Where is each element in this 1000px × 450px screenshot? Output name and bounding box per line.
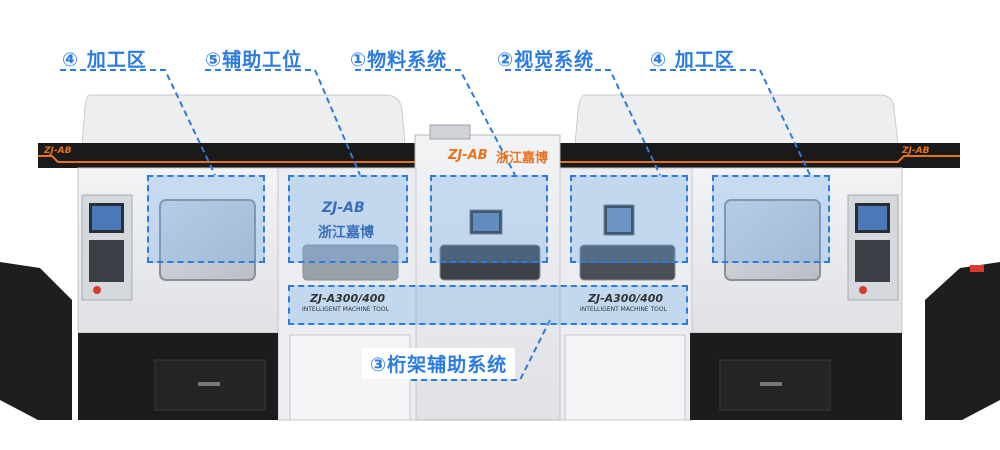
model-sub-right: INTELLIGENT MACHINE TOOL bbox=[580, 306, 667, 313]
callout-vision-system: ②视觉系统 bbox=[497, 45, 594, 72]
callout-label: 加工区 bbox=[86, 49, 147, 71]
brand-logo-top: ZJ-AB bbox=[448, 148, 488, 163]
right-chip-conveyor bbox=[925, 262, 1000, 420]
callout-label: 加工区 bbox=[674, 49, 735, 71]
left-top-bar bbox=[38, 143, 418, 168]
aux-logo: ZJ-AB bbox=[322, 200, 365, 216]
callout-machining-right: ④ 加工区 bbox=[650, 45, 735, 72]
right-top-bar bbox=[558, 143, 960, 168]
zone-gantry-system[interactable] bbox=[288, 285, 688, 325]
callout-material-system: ①物料系统 bbox=[350, 45, 447, 72]
callout-label: 桁架辅助系统 bbox=[387, 354, 508, 376]
right-window bbox=[724, 199, 821, 281]
right-orange-stripe bbox=[558, 155, 960, 163]
callout-number: ③ bbox=[370, 354, 388, 376]
callout-number: ① bbox=[350, 49, 368, 71]
left-bar-logo: ZJ-AB bbox=[43, 146, 72, 156]
callout-gantry-system: ③桁架辅助系统 bbox=[362, 348, 516, 379]
zone-vision-system[interactable] bbox=[570, 175, 688, 263]
left-chip-conveyor bbox=[0, 262, 72, 420]
right-lower-cabinet bbox=[564, 334, 686, 421]
callout-number: ④ bbox=[62, 49, 80, 71]
right-bar-logo: ZJ-AB bbox=[901, 146, 930, 156]
callout-aux-station: ⑤辅助工位 bbox=[205, 45, 302, 72]
zone-machining-left[interactable] bbox=[147, 175, 265, 263]
callout-number: ⑤ bbox=[205, 49, 223, 71]
model-label-left: ZJ-A300/400 bbox=[310, 292, 386, 305]
brand-cn-top: 浙江嘉博 bbox=[496, 151, 549, 166]
zone-material-system[interactable] bbox=[430, 175, 548, 263]
left-orange-stripe bbox=[38, 155, 420, 163]
left-estop bbox=[93, 286, 101, 294]
callout-number: ② bbox=[497, 49, 515, 71]
zone-machining-right[interactable] bbox=[712, 175, 830, 263]
callout-label: 物料系统 bbox=[367, 49, 448, 71]
center-top-box bbox=[429, 124, 471, 140]
callout-leaders bbox=[60, 69, 811, 381]
callout-label: 辅助工位 bbox=[222, 49, 303, 71]
zone-aux-station[interactable] bbox=[288, 175, 408, 263]
aux-brand-cn: 浙江嘉博 bbox=[318, 225, 374, 241]
callout-machining-left: ④ 加工区 bbox=[62, 45, 147, 72]
right-roof-hood bbox=[574, 94, 899, 146]
left-window bbox=[159, 199, 256, 281]
left-roof-hood bbox=[81, 94, 406, 146]
callout-label: 视觉系统 bbox=[514, 49, 595, 71]
callout-number: ④ bbox=[650, 49, 668, 71]
model-label-right: ZJ-A300/400 bbox=[588, 292, 664, 305]
model-sub-left: INTELLIGENT MACHINE TOOL bbox=[302, 306, 389, 313]
right-estop bbox=[859, 286, 867, 294]
